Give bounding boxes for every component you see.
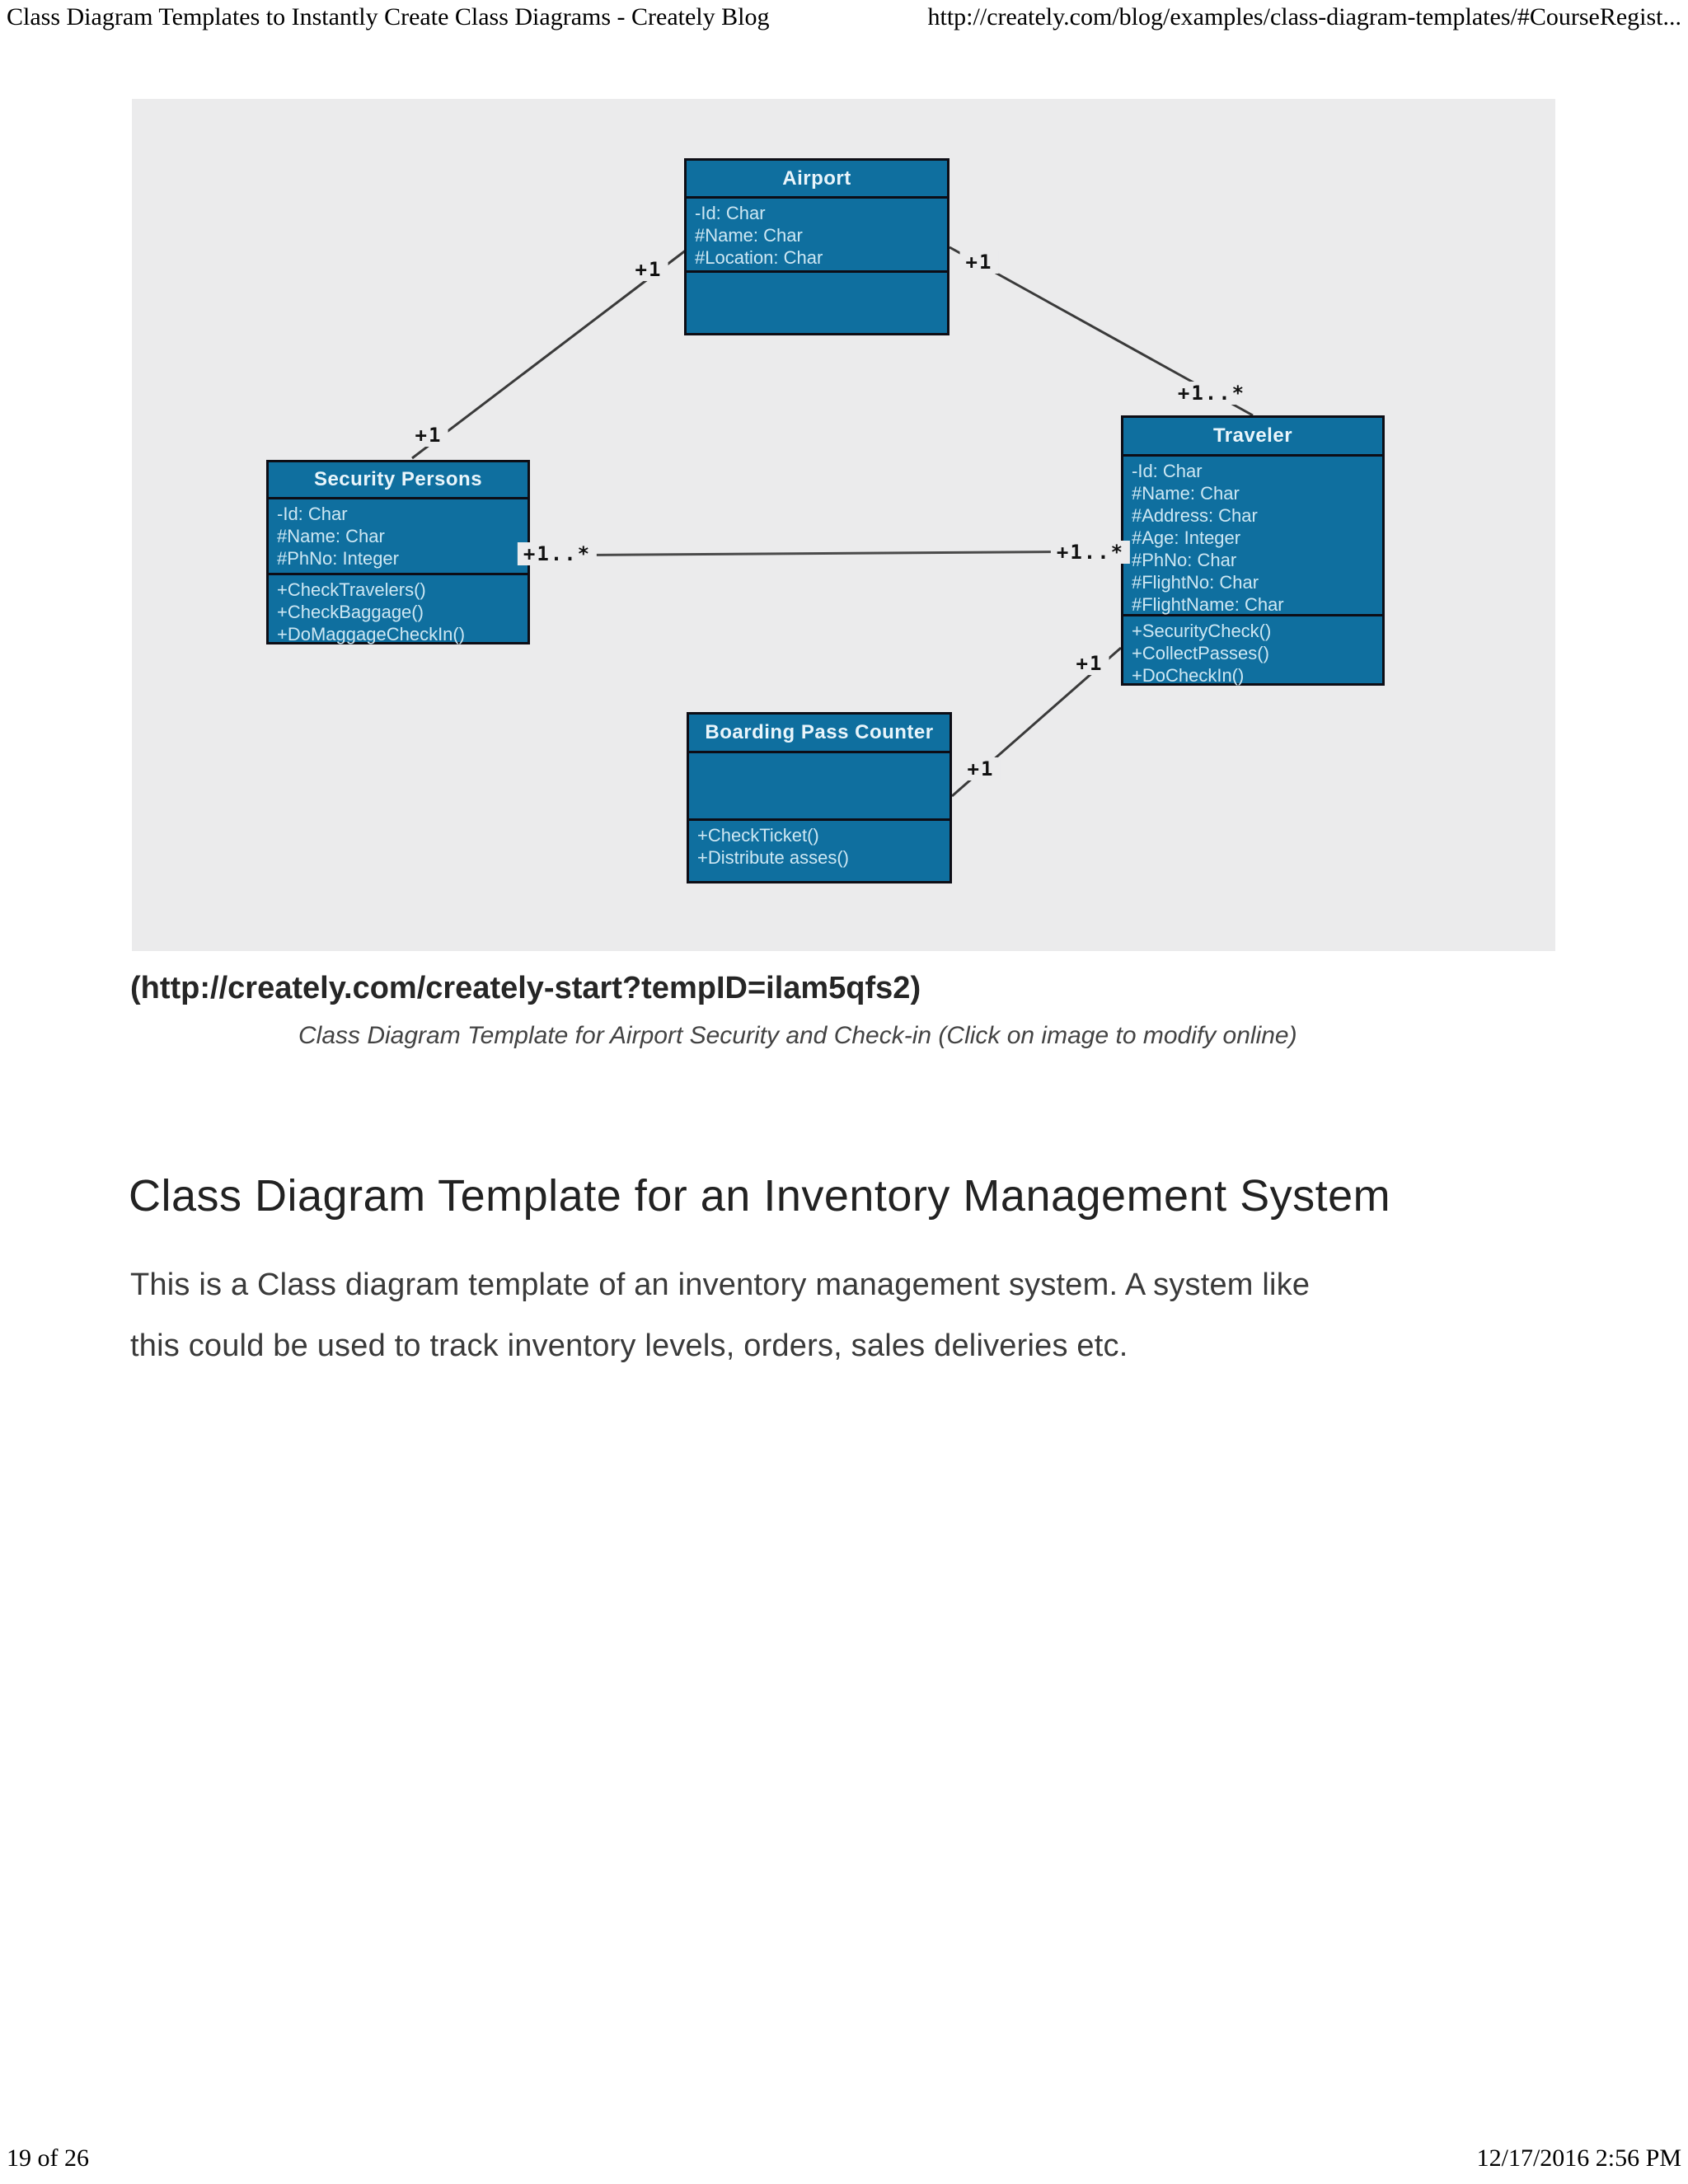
member-line: +Distribute asses() bbox=[697, 847, 850, 868]
member-line: #Name: Char bbox=[277, 526, 385, 546]
image-caption: Class Diagram Template for Airport Secur… bbox=[298, 1022, 1297, 1049]
print-header: Class Diagram Templates to Instantly Cre… bbox=[7, 3, 1681, 31]
uml-class-attributes: -Id: Char#Name: Char#Address: Char#Age: … bbox=[1123, 457, 1382, 616]
uml-class-title: Traveler bbox=[1123, 418, 1382, 457]
uml-class-attributes: -Id: Char#Name: Char#Location: Char bbox=[687, 199, 947, 273]
member-line: #PhNo: Char bbox=[1132, 550, 1237, 570]
print-footer-datetime: 12/17/2016 2:56 PM bbox=[1476, 2144, 1681, 2172]
multiplicity-label: +1..* bbox=[517, 542, 598, 565]
template-link[interactable]: (http://creately.com/creately-start?temp… bbox=[130, 971, 921, 1005]
member-line: #FlightNo: Char bbox=[1132, 572, 1259, 593]
multiplicity-label: +1..* bbox=[1171, 382, 1252, 405]
uml-class-methods: +CheckTravelers()+CheckBaggage()+DoMagga… bbox=[269, 575, 528, 645]
member-line: -Id: Char bbox=[1132, 461, 1203, 481]
uml-class-airport: Airport -Id: Char#Name: Char#Location: C… bbox=[684, 158, 950, 335]
member-line: #FlightName: Char bbox=[1132, 594, 1284, 615]
member-line: +DoCheckIn() bbox=[1132, 665, 1245, 686]
member-line: #Name: Char bbox=[1132, 483, 1240, 504]
print-header-url: http://creately.com/blog/examples/class-… bbox=[927, 3, 1681, 30]
section-paragraph: This is a Class diagram template of an i… bbox=[130, 1254, 1310, 1376]
print-header-title: Class Diagram Templates to Instantly Cre… bbox=[7, 3, 770, 30]
member-line: +CollectPasses() bbox=[1132, 643, 1269, 663]
multiplicity-label: +1..* bbox=[1050, 541, 1131, 564]
member-line: #PhNo: Integer bbox=[277, 548, 399, 569]
multiplicity-label: +1 bbox=[409, 424, 448, 447]
uml-class-methods bbox=[687, 273, 947, 333]
uml-class-title: Boarding Pass Counter bbox=[689, 715, 950, 753]
paragraph-line: This is a Class diagram template of an i… bbox=[130, 1268, 1311, 1302]
uml-class-methods: +SecurityCheck()+CollectPasses()+DoCheck… bbox=[1123, 616, 1382, 687]
member-line: #Location: Char bbox=[695, 247, 823, 268]
member-line: #Address: Char bbox=[1132, 505, 1258, 526]
class-diagram-image[interactable]: Airport -Id: Char#Name: Char#Location: C… bbox=[132, 99, 1555, 951]
paragraph-line: this could be used to track inventory le… bbox=[130, 1329, 1128, 1363]
member-line: -Id: Char bbox=[277, 504, 348, 524]
member-line: +SecurityCheck() bbox=[1132, 621, 1272, 641]
uml-class-security-persons: Security Persons -Id: Char#Name: Char#Ph… bbox=[266, 460, 530, 644]
member-line: +CheckBaggage() bbox=[277, 602, 424, 622]
uml-class-attributes bbox=[689, 753, 950, 821]
multiplicity-label: +1 bbox=[1070, 652, 1109, 675]
member-line: +CheckTravelers() bbox=[277, 579, 426, 600]
uml-class-title: Security Persons bbox=[269, 462, 528, 499]
member-line: +CheckTicket() bbox=[697, 825, 819, 846]
multiplicity-label: +1 bbox=[629, 258, 668, 281]
uml-class-title: Airport bbox=[687, 161, 947, 199]
multiplicity-label: +1 bbox=[959, 251, 999, 274]
uml-class-methods: +CheckTicket()+Distribute asses() bbox=[689, 821, 950, 881]
uml-class-boarding-pass-counter: Boarding Pass Counter +CheckTicket()+Dis… bbox=[687, 712, 952, 883]
uml-class-attributes: -Id: Char#Name: Char#PhNo: Integer bbox=[269, 499, 528, 575]
uml-class-traveler: Traveler -Id: Char#Name: Char#Address: C… bbox=[1121, 415, 1385, 686]
member-line: #Name: Char bbox=[695, 225, 803, 246]
print-footer: 19 of 26 12/17/2016 2:56 PM bbox=[7, 2144, 1681, 2172]
member-line: +DoMaggageCheckIn() bbox=[277, 624, 466, 644]
section-heading: Class Diagram Template for an Inventory … bbox=[129, 1171, 1391, 1221]
multiplicity-label: +1 bbox=[961, 757, 1001, 780]
member-line: #Age: Integer bbox=[1132, 527, 1241, 548]
member-line: -Id: Char bbox=[695, 203, 766, 223]
print-footer-page-number: 19 of 26 bbox=[7, 2144, 89, 2172]
